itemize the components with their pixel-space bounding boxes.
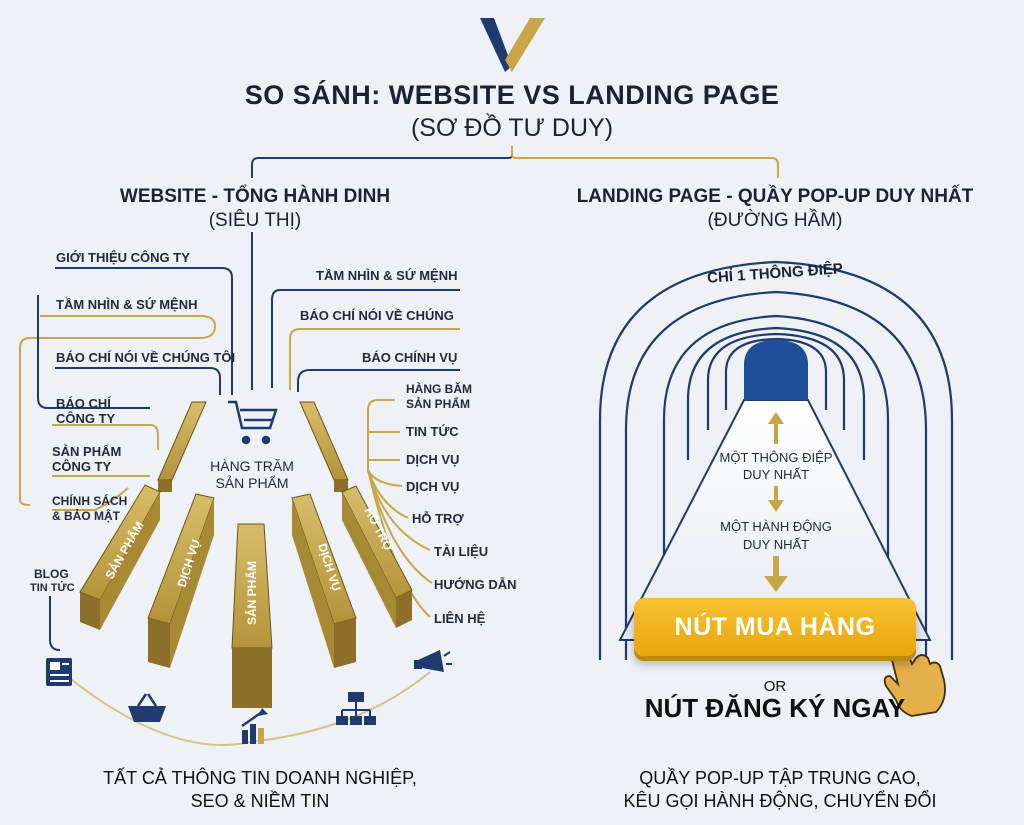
sitemap-icon [336, 692, 376, 725]
step-action-2: DUY NHẤT [742, 537, 810, 552]
website-footer-1: TẤT CẢ THÔNG TIN DOANH NGHIỆP, [103, 768, 417, 788]
left-label-press-company-2: CÔNG TY [56, 411, 116, 426]
left-label-vision: TẦM NHÌN & SỨ MỆNH [56, 297, 198, 312]
landing-title: LANDING PAGE - QUẦY POP-UP DUY NHẤT [576, 186, 974, 207]
center-label-2: SẢN PHẨM [215, 475, 289, 491]
left-label-policy-2: & BẢO MẬT [52, 509, 120, 523]
right-label-service-1: DỊCH VỤ [406, 452, 460, 467]
right-label-products-1: HÀNG BĂM [406, 382, 472, 396]
shelf-3-label: SẢN PHẨM [244, 561, 259, 625]
left-label-press-company-1: BÁO CHÍ [56, 396, 111, 411]
landing-subtitle: (ĐƯỜNG HẦM) [707, 210, 843, 231]
left-label-blog-1: BLOG [34, 567, 69, 581]
step-action-1: MỘT HÀNH ĐỘNG [720, 519, 832, 534]
center-label-1: HÀNG TRĂM [210, 458, 294, 474]
cart-icon [228, 400, 278, 445]
shelf-4 [291, 493, 357, 668]
right-label-guide: HƯỚNG DẪN [434, 577, 517, 592]
shelf-2 [147, 493, 215, 668]
landing-footer-2: KÊU GỌI HÀNH ĐỘNG, CHUYỂN ĐỔI [623, 791, 937, 811]
website-title: WEBSITE - TỔNG HÀNH DINH [119, 186, 391, 207]
shelf-back-left [157, 401, 207, 492]
right-label-lines [271, 289, 460, 618]
logo-icon [480, 18, 545, 72]
shelf-3 [231, 523, 273, 708]
megaphone-icon [414, 650, 452, 672]
website-footer-2: SEO & NIỀM TIN [190, 791, 330, 811]
left-label-intro: GIỚI THIỆU CÔNG TY [56, 250, 190, 265]
left-label-press: BÁO CHÍ NÓI VỀ CHÚNG TÔI [56, 350, 236, 365]
tunnel-arrows [764, 412, 788, 592]
step-message-2: DUY NHẤT [742, 467, 810, 482]
website-subtitle: (SIÊU THỊ) [208, 210, 302, 231]
right-label-news: TIN TỨC [406, 424, 459, 439]
register-now-text: NÚT ĐĂNG KÝ NGAY [644, 693, 906, 723]
right-label-contact: LIÊN HỆ [434, 611, 486, 626]
right-label-press: BÁO CHÍ NÓI VỀ CHÚNG [300, 308, 454, 323]
tunnel [598, 260, 954, 660]
buy-now-button[interactable]: NÚT MUA HÀNG [634, 598, 916, 656]
left-label-product-company-1: SẢN PHẨM [52, 444, 122, 459]
page-title: SO SÁNH: WEBSITE VS LANDING PAGE [244, 80, 780, 110]
right-label-docs: TÀI LIỆU [434, 544, 489, 559]
right-label-products-2: SẢN PHẨM [406, 397, 471, 411]
right-label-main-press: BÁO CHÍNH VỤ [362, 350, 458, 365]
page-subtitle: (SƠ ĐỒ TƯ DUY) [410, 114, 614, 142]
or-text: OR [763, 678, 787, 695]
left-label-product-company-2: CÔNG TY [52, 459, 112, 474]
shelf-back-right [299, 401, 349, 492]
left-label-lines [19, 267, 233, 651]
left-label-policy-1: CHÍNH SÁCH [52, 494, 128, 508]
landing-footer-1: QUẦY POP-UP TẬP TRUNG CAO, [639, 768, 921, 788]
basket-icon [128, 693, 166, 722]
shelf-1 [79, 484, 161, 630]
shelf-5 [341, 485, 413, 628]
tunnel-exit [744, 340, 808, 400]
left-label-blog-2: TIN TỨC [30, 582, 75, 594]
mindmap-connectors [251, 146, 779, 390]
right-label-service-2: DỊCH VỤ [406, 479, 460, 494]
growth-chart-icon [241, 708, 268, 744]
step-message-1: MỘT THÔNG ĐIỆP [719, 450, 833, 465]
right-label-vision: TẦM NHÌN & SỨ MỆNH [316, 268, 458, 283]
right-label-support: HỖ TRỢ [412, 511, 464, 526]
newspaper-icon [46, 658, 72, 686]
